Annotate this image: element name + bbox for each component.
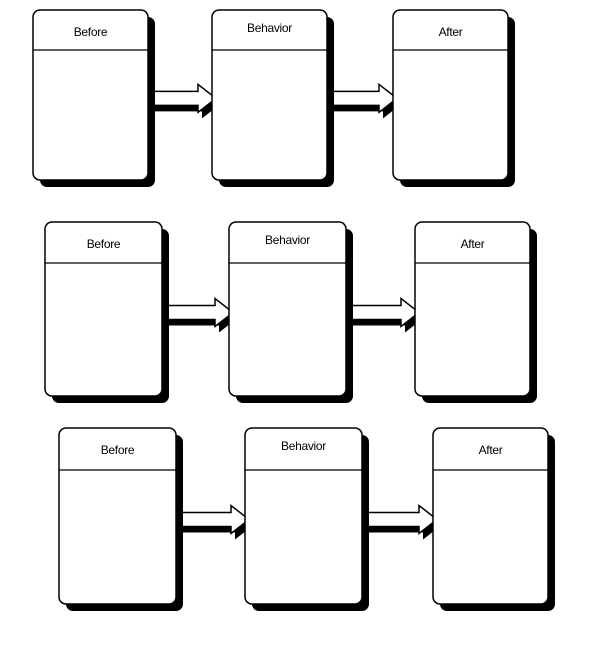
- card-body: [432, 427, 549, 605]
- arrow-r3-1: [173, 503, 253, 540]
- after-card: After: [392, 9, 515, 187]
- card-body: [244, 427, 363, 605]
- before-card: Before: [32, 9, 155, 187]
- after-label: After: [461, 237, 485, 251]
- behavior-card: Behavior: [211, 9, 334, 187]
- card-body: [228, 221, 347, 397]
- behavior-label: Behavior: [281, 439, 326, 453]
- behavior-card: Behavior: [244, 427, 369, 611]
- behavior-chain-row-1: Before Behavior After: [32, 9, 515, 187]
- behavior-chain-row-2: Before Behavior After: [44, 221, 537, 403]
- card-body: [211, 9, 328, 181]
- arrow-body: [173, 503, 251, 536]
- arrow-body: [343, 296, 421, 329]
- behavior-label: Behavior: [265, 233, 310, 247]
- arrow-r1-1: [145, 82, 220, 119]
- behavior-label: Behavior: [247, 21, 292, 35]
- card-body: [32, 9, 149, 181]
- arrow-body: [159, 296, 235, 329]
- behavior-chain-row-3: Before Behavior After: [58, 427, 555, 611]
- after-label: After: [439, 25, 463, 39]
- arrow-r2-1: [159, 296, 237, 333]
- before-card: Before: [58, 427, 183, 611]
- card-body: [44, 221, 163, 397]
- after-card: After: [432, 427, 555, 611]
- before-label: Before: [74, 25, 108, 39]
- before-card: Before: [44, 221, 169, 403]
- arrow-body: [359, 503, 439, 536]
- card-body: [414, 221, 531, 397]
- card-body: [58, 427, 177, 605]
- arrow-r1-2: [324, 82, 401, 119]
- after-card: After: [414, 221, 537, 403]
- after-label: After: [479, 443, 503, 457]
- behavior-card: Behavior: [228, 221, 353, 403]
- card-body: [392, 9, 509, 181]
- before-label: Before: [87, 237, 121, 251]
- arrow-r3-2: [359, 503, 441, 540]
- before-label: Before: [101, 443, 135, 457]
- arrow-r2-2: [343, 296, 423, 333]
